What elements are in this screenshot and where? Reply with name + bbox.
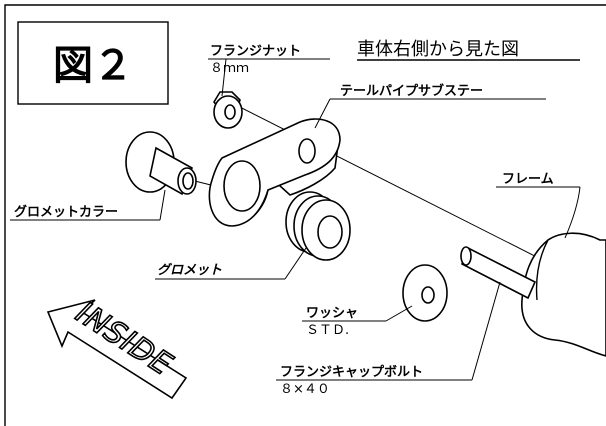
label-washer-spec: ＳＴＤ. — [306, 323, 349, 338]
figure-number-box — [17, 21, 169, 105]
diagram-frame — [4, 4, 606, 426]
label-frame: フレーム — [502, 172, 554, 187]
label-flange-nut: フランジナット — [210, 44, 301, 59]
inside-direction-arrow: INSIDE — [46, 295, 188, 400]
label-flange-bolt-size: ８×４０ — [280, 382, 330, 397]
figure-number: 図２ — [53, 43, 133, 89]
leader-flange-bolt — [471, 281, 501, 381]
view-heading: 車体右側から見た図 — [357, 39, 519, 60]
label-flange-nut-size: ８ｍｍ — [210, 61, 249, 76]
leader-grommet — [284, 247, 307, 280]
tailpipe-stay-part — [208, 118, 341, 227]
label-washer: ワッシャ — [306, 306, 358, 321]
leader-washer — [385, 305, 413, 322]
label-tailpipe-stay: テールパイプサブステー — [340, 83, 483, 99]
grommet-part — [285, 191, 351, 261]
flange-bolt-part — [460, 246, 537, 300]
leader-grommet-collar — [159, 189, 166, 221]
washer-part — [402, 264, 448, 322]
leader-tailpipe-stay — [314, 98, 331, 129]
label-grommet-collar: グロメットカラー — [14, 204, 118, 220]
leader-frame — [564, 186, 581, 239]
label-grommet: グロメット — [157, 262, 222, 278]
leader-flange-nut — [221, 58, 227, 97]
label-flange-bolt: フランジキャップボルト — [280, 364, 423, 380]
grommet-collar-part — [125, 131, 197, 196]
flange-nut-part — [213, 91, 243, 129]
frame-part — [521, 232, 606, 357]
